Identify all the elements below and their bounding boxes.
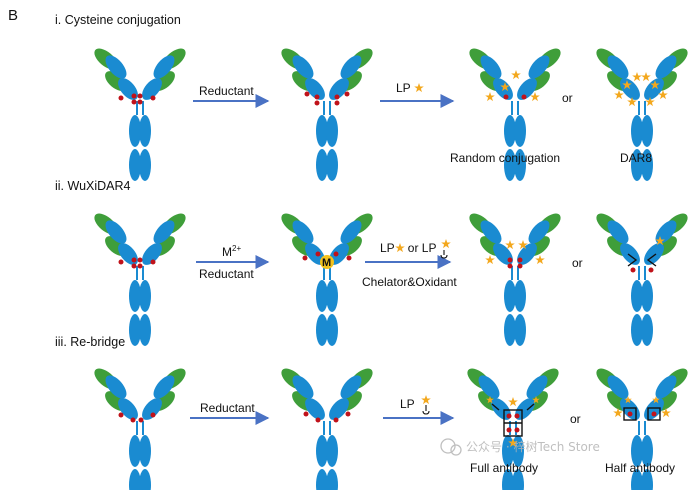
section-title: i. Cysteine conjugation: [55, 13, 181, 27]
arrow-label-linker-payload: LP: [396, 81, 411, 95]
panel-letter: B: [8, 7, 18, 24]
section-re-bridge: iii. Re-bridge Reductant LP: [55, 335, 693, 490]
payload-star-icon: [414, 83, 424, 93]
or-text: or: [570, 412, 581, 426]
arrow-label-reagent: Chelator&Oxidant: [362, 275, 457, 289]
antibody-intact: [89, 208, 191, 347]
section-cysteine-conjugation: i. Cysteine conjugation Reductant LP: [55, 13, 693, 182]
antibody-wuxidar4-chelated: [591, 208, 693, 347]
caption-dar8: DAR8: [620, 151, 652, 165]
arrow-label-reagent: Reductant: [200, 401, 255, 415]
antibody-reduced: [276, 43, 378, 182]
arrow-label-metal: M2+: [222, 244, 241, 259]
antibody-wuxidar4-product: [464, 208, 566, 347]
section-title: iii. Re-bridge: [55, 335, 125, 349]
antibody-reduced: [276, 363, 378, 490]
antibody-random-conjugation: [464, 43, 566, 182]
antibody-half-rebridged: [591, 363, 693, 490]
antibody-full-rebridged: [462, 363, 564, 490]
section-title: ii. WuXiDAR4: [55, 179, 131, 193]
or-text: or: [562, 91, 573, 105]
caption-random-conjugation: Random conjugation: [450, 151, 560, 165]
antibody-intact: [89, 363, 191, 490]
or-text: or: [572, 256, 583, 270]
watermark-text: 公众号 · 梓树Tech Store: [466, 439, 600, 454]
arrow-label-reagent: Reductant: [199, 84, 254, 98]
section-wuxidar4: ii. WuXiDAR4 M2+ Reductant M LP or LP Ch…: [55, 179, 693, 347]
antibody-intact: [89, 43, 191, 182]
caption-half-antibody: Half antibody: [605, 461, 675, 475]
arrow-label-linker-payload: LP: [400, 397, 415, 411]
metal-label: M: [322, 257, 331, 269]
watermark: 公众号 · 梓树Tech Store: [440, 438, 600, 456]
caption-full-antibody: Full antibody: [470, 461, 538, 475]
antibody-metal-bound: M: [276, 208, 378, 347]
arrow-label-reagent: Reductant: [199, 267, 254, 281]
arrow-label-linker-payload: LP or LP: [380, 241, 436, 255]
